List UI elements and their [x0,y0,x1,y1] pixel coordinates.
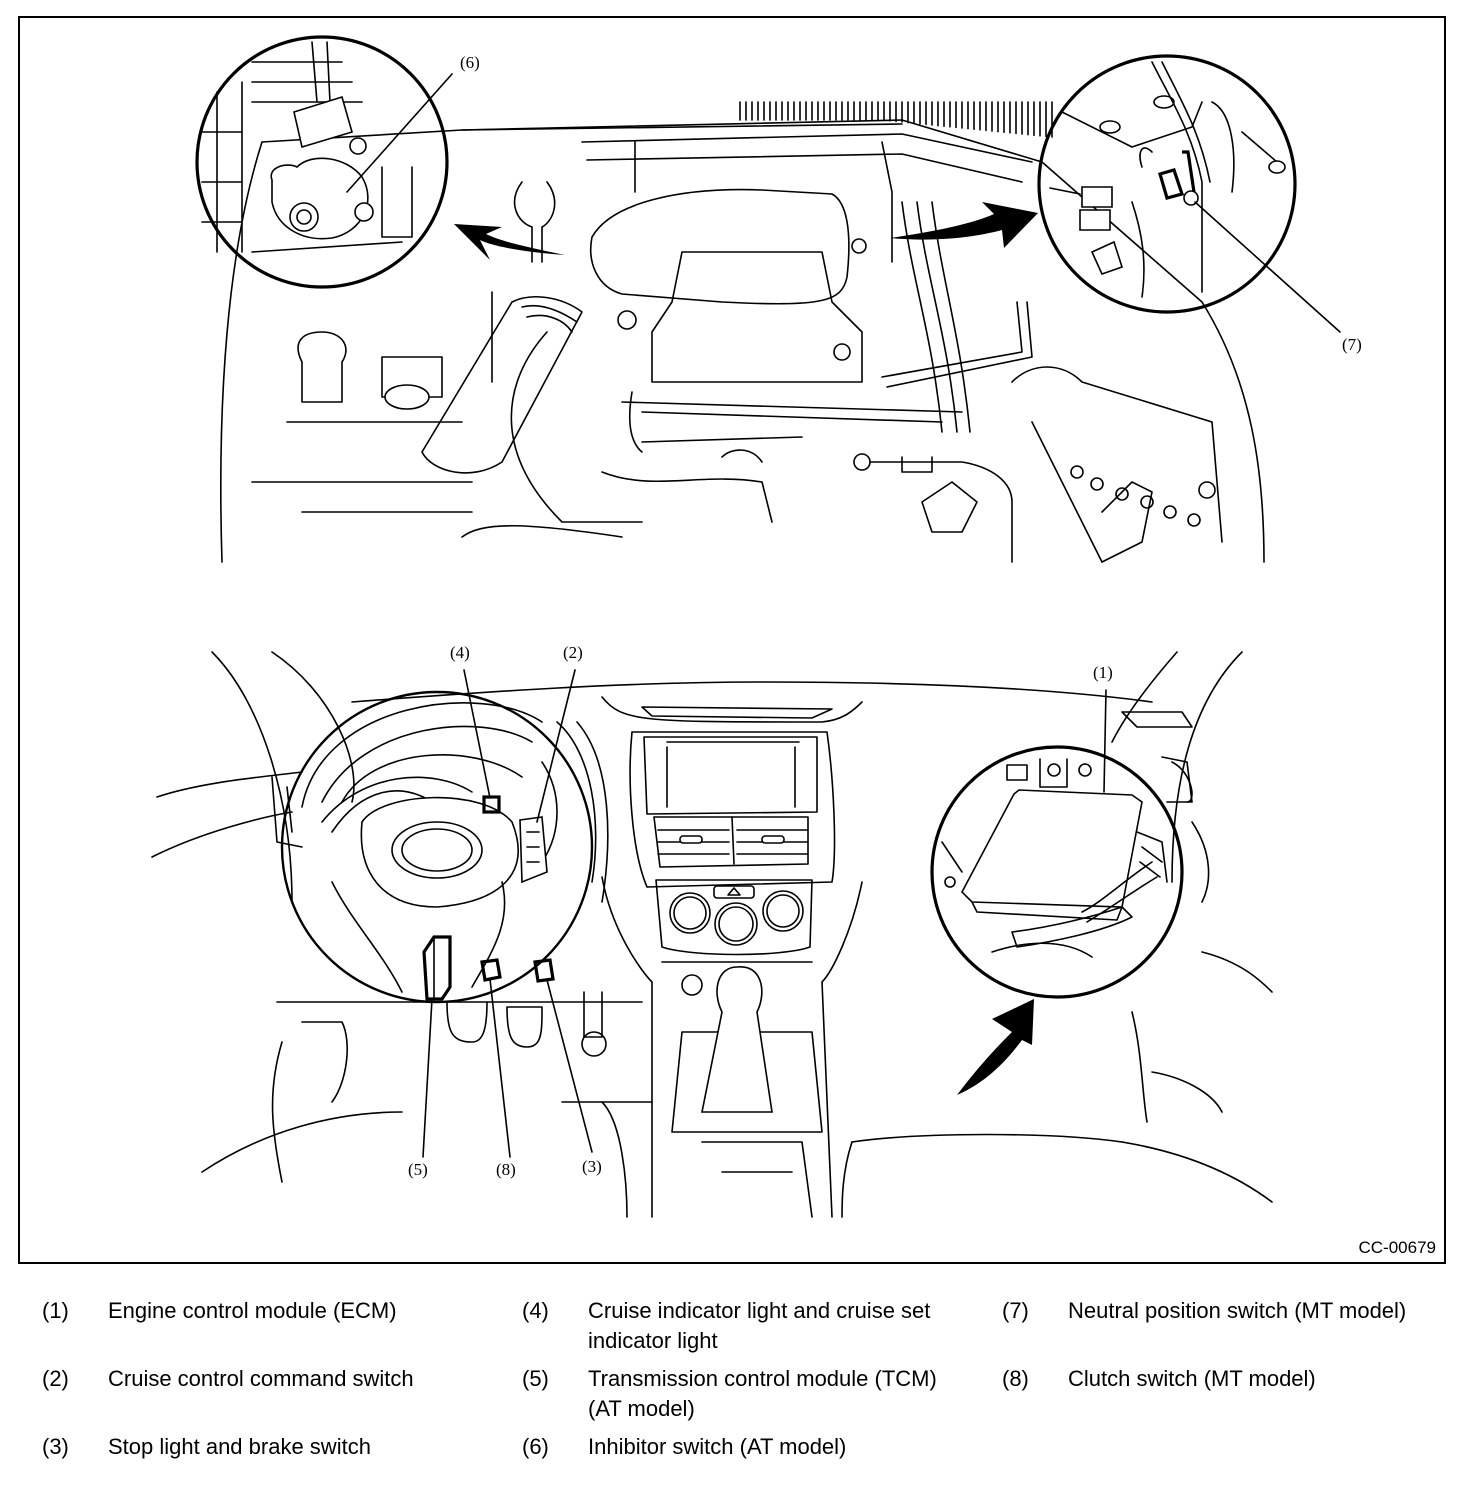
callout-3: (3) [582,1157,602,1176]
inhibitor-switch-body [270,157,369,240]
diagram-figure: (6) (7) (4) (2) (1) (5) (8) (3) CC-00679 [18,16,1446,1264]
arrow-to-ecm-detail [957,999,1034,1095]
neutral-position-switch-detail [1037,54,1297,314]
figure-id: CC-00679 [1358,1238,1437,1257]
callout-8: (8) [496,1160,516,1179]
arrow-to-inhibitor-detail [454,224,565,260]
legend-number: (2) [42,1366,69,1391]
center-stack [629,731,836,888]
legend-number: (6) [522,1434,549,1459]
air-intake-box [590,188,850,305]
callout-1: (1) [1093,663,1113,682]
callout-2: (2) [563,643,583,662]
cowl-grille [739,101,1053,138]
legend-label: Cruise indicator light and cruise set in… [588,1298,931,1353]
cruise-indicator-marker [482,795,501,814]
legend-label: Inhibitor switch (AT model) [588,1434,847,1459]
arrow-to-neutral-switch-detail [890,202,1038,248]
legend-label: Neutral position switch (MT model) [1068,1298,1407,1323]
callout-4: (4) [450,643,470,662]
callout-6: (6) [460,53,480,72]
legend-label: Cruise control command switch [108,1366,414,1391]
callout-7: (7) [1342,335,1362,354]
legend-number: (8) [1002,1366,1029,1391]
callout-5: (5) [408,1160,428,1179]
legend-number: (5) [522,1366,549,1391]
steering-hub [360,796,519,908]
ecm-detail [930,745,1184,999]
clutch-switch-marker [480,958,502,982]
shift-knob [701,966,773,1113]
engine-compartment-view [220,101,1265,563]
legend-label: Clutch switch (MT model) [1068,1366,1316,1391]
legend-label: Engine control module (ECM) [108,1298,397,1323]
legend-number: (1) [42,1298,69,1323]
ecm-unit [961,789,1143,908]
inhibitor-switch-detail [195,35,449,289]
legend-number: (7) [1002,1298,1029,1323]
legend-number: (4) [522,1298,549,1323]
component-location-illustration: (6) (7) (4) (2) (1) (5) (8) (3) [151,35,1362,1218]
legend-label: Stop light and brake switch [108,1434,371,1459]
stop-light-switch-marker [533,958,555,983]
cabin-dashboard-view [151,651,1273,1218]
legend-number: (3) [42,1434,69,1459]
legend-label: Transmission control module (TCM) (AT mo… [588,1366,937,1421]
tcm-marker [422,935,452,1001]
